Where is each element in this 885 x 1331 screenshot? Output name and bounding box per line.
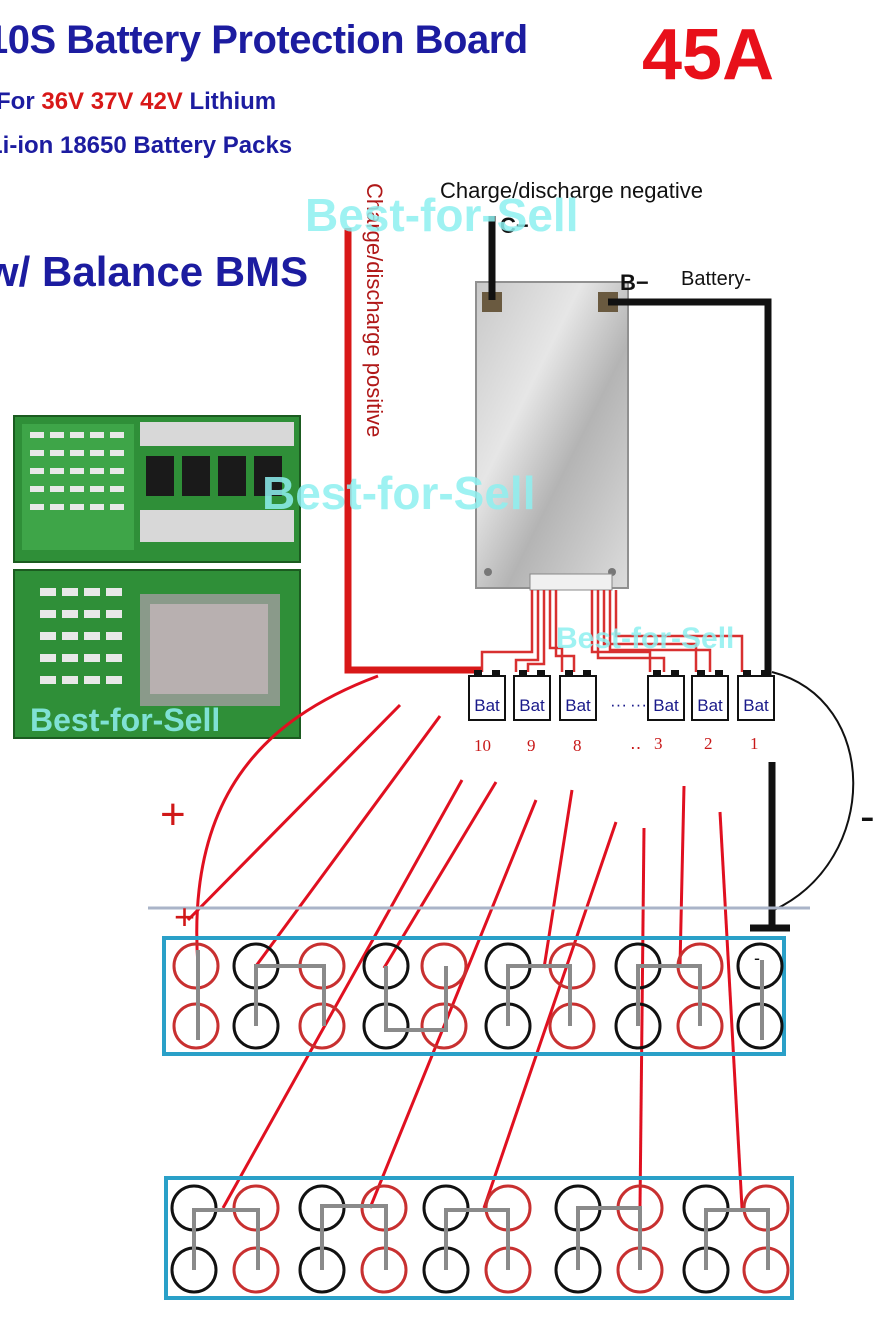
pack-type-line: Li-ion 18650 Battery Packs [0, 132, 293, 159]
cell-symbols [468, 670, 775, 721]
cell-ellipsis: ··· [610, 695, 627, 714]
cell-label-3: Bat [653, 696, 679, 715]
minus-sign: - [860, 792, 875, 841]
cell-label-1: Bat [743, 696, 769, 715]
watermark-middle: Best-for-Sell [262, 467, 536, 519]
cell-number-3: 3 [654, 734, 663, 753]
battery-pack-upper [162, 936, 786, 1056]
c-minus-label: C− [500, 213, 529, 238]
cell-number-8: 8 [573, 736, 582, 755]
positive-wire [344, 228, 482, 674]
cell-number-2: 2 [704, 734, 713, 753]
cell-9 [513, 670, 551, 721]
current-rating: 45A [642, 15, 775, 95]
plus-sign: + [160, 790, 186, 839]
cell-number-1: 1 [750, 734, 759, 753]
battery-pack-lower [164, 1176, 794, 1300]
voltage-37: 37V [90, 88, 134, 115]
voltage-suffix: Lithium [189, 88, 277, 115]
page-title: 10S Battery Protection Board [0, 18, 528, 62]
cell-number-ellipsis: ‥ [630, 734, 642, 753]
cell-1 [737, 670, 775, 721]
cell-ellipsis-2: ··· [630, 695, 647, 714]
negative-lead [771, 671, 855, 911]
pcb-photo-bottom [13, 569, 301, 739]
cell-label-8: Bat [565, 696, 591, 715]
cell-3 [647, 670, 685, 721]
watermark-pcb: Best-for-Sell [30, 702, 221, 738]
pack-wires [186, 674, 744, 1209]
cell-label-10: Bat [474, 696, 500, 715]
cell-number-9: 9 [527, 736, 536, 755]
voltage-36: 36V [41, 88, 85, 115]
cell-label-2: Bat [697, 696, 723, 715]
cell-number-10: 10 [474, 736, 491, 755]
cell-label-9: Bat [519, 696, 545, 715]
voltage-prefix: For [0, 88, 35, 115]
voltage-42: 42V [140, 88, 183, 115]
watermark-cells: Best-for-Sell [556, 622, 735, 655]
plus-sign-pack: + [174, 896, 196, 937]
pack-minus-sign: - [754, 948, 760, 968]
voltage-line: For 36V 37V 42V Lithium [0, 88, 276, 116]
cell-2 [691, 670, 729, 721]
charge-positive-label: Charge/discharge positive [362, 183, 387, 438]
battery-minus-label: Battery- [681, 268, 752, 290]
pcb-photo-top [13, 415, 301, 563]
bms-board [475, 281, 629, 591]
black-wires [488, 216, 790, 932]
balance-leads [480, 590, 744, 672]
watermark-top: Best-for-Sell [305, 189, 579, 241]
b-minus-label: B− [620, 270, 649, 295]
cell-10 [468, 670, 506, 721]
balance-label: w/ Balance BMS [0, 248, 309, 295]
charge-negative-label: Charge/discharge negative [440, 178, 703, 203]
cell-8 [559, 670, 597, 721]
